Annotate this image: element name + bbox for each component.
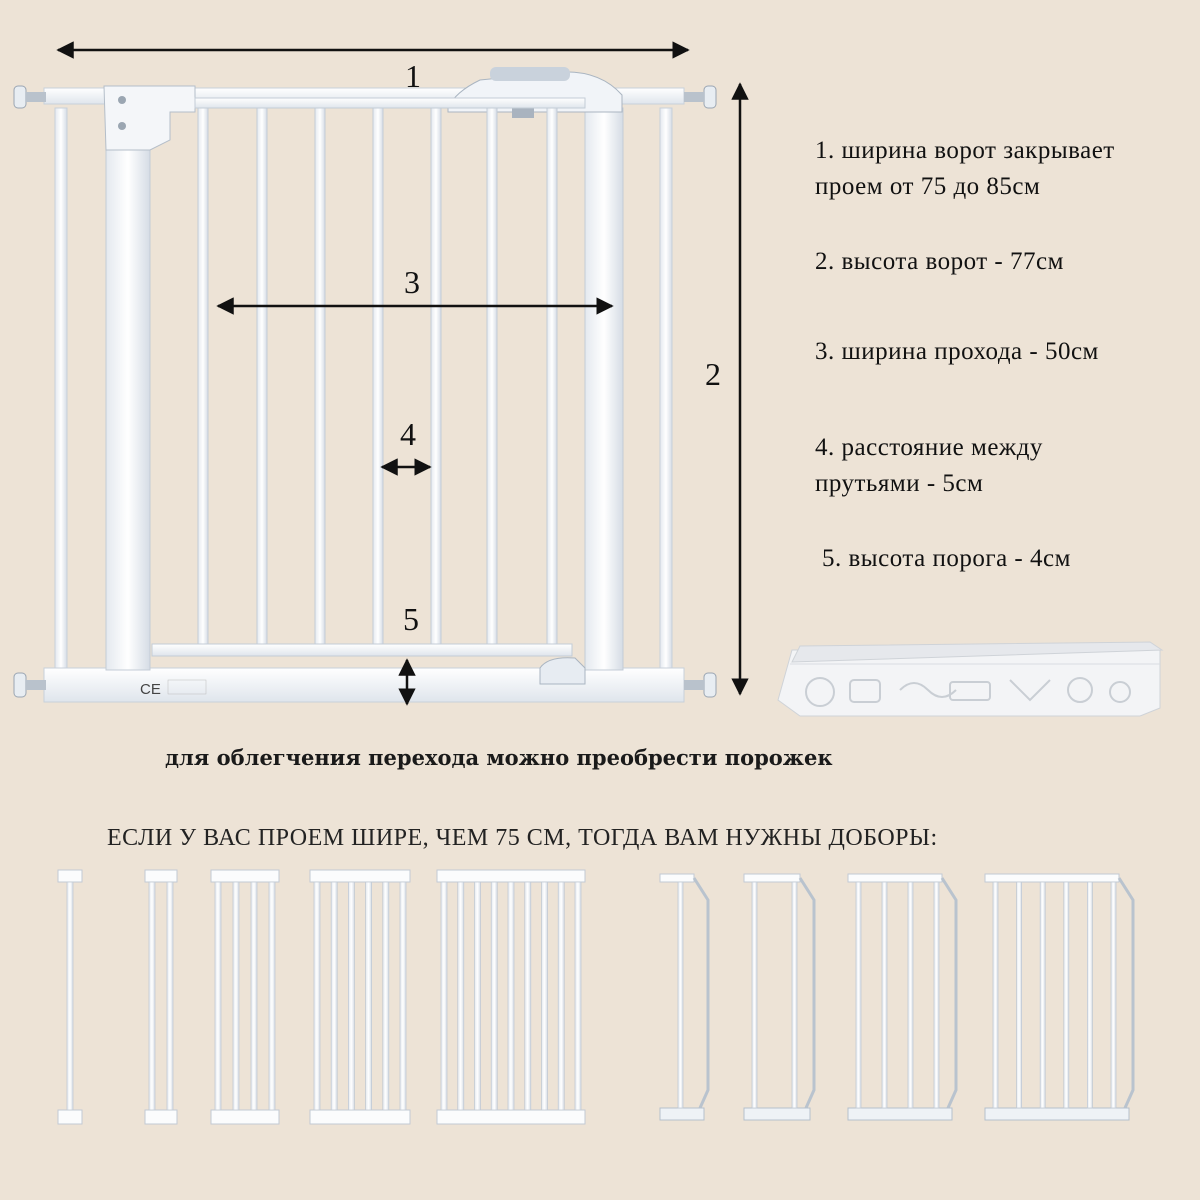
extension-bar [490,881,498,1111]
threshold-ramp [777,641,1164,717]
extension-bar [268,881,276,1111]
spec-4-line2: прутьями - 5см [815,470,984,497]
extension-bar [1016,881,1022,1109]
spec-4-line1: 4. расстояние между [815,434,1043,461]
extension-bar [382,881,390,1111]
spec-2: 2. высота ворот - 77см [815,244,1064,280]
frame-right-post [659,107,673,671]
extension-bar [1063,881,1070,1109]
extension-bar [474,881,481,1111]
gate-bar [546,107,558,645]
extension-bar [365,881,373,1111]
gate-bar [197,107,209,645]
spec-3-line1: 3. ширина прохода - 50см [815,338,1099,365]
threshold-caption: для облегчения перехода можно преобрести… [165,745,833,770]
spec-1-line1: 1. ширина ворот закрывает [815,137,1115,164]
extension-panel-straight [210,869,280,1125]
gate-bar [256,107,268,645]
gate-bar [430,107,442,645]
floor-stopper [539,657,586,685]
extension-bar [313,881,321,1111]
pressure-bolt-top-right [684,85,717,109]
product-sticker [167,679,207,695]
spec-3: 3. ширина прохода - 50см [815,334,1099,370]
extension-bar [457,881,465,1111]
spec-4: 4. расстояние между прутьями - 5см [815,430,1043,502]
gate-bar [486,107,498,645]
marker-5: 5 [403,601,419,637]
frame-left-post [54,107,68,671]
spec-2-line1: 2. высота ворот - 77см [815,248,1064,275]
marker-2: 2 [705,356,721,392]
extension-panel-straight [57,869,83,1125]
spec-5: 5. высота порога - 4см [822,541,1071,577]
ce-mark: CE [140,681,161,698]
extension-bar [507,881,515,1111]
extension-panel-straight [436,869,586,1125]
extension-bar [1110,881,1117,1109]
extension-bar [855,881,862,1109]
spec-5-line1: 5. высота порога - 4см [822,545,1071,572]
extension-bar [541,881,548,1111]
extension-bar [347,881,355,1111]
extension-panels [57,869,1135,1125]
extension-bar [557,881,565,1111]
extension-bar [66,881,74,1111]
pressure-bolt-bottom-left [13,672,46,698]
extension-bar [907,881,914,1109]
extension-panel-straight [309,869,411,1125]
extension-bar [992,881,999,1109]
extension-bar [232,881,240,1111]
gate-bar [372,107,384,645]
hinge-block [103,85,196,151]
extension-panel-angled [984,873,1135,1121]
latch-handle[interactable] [447,67,623,118]
baby-gate: CE [13,67,717,703]
extension-bar [791,881,798,1109]
spec-1-line2: проем от 75 до 85см [815,173,1041,200]
pressure-bolt-top-left [13,85,46,109]
extension-bar [1087,881,1093,1109]
extension-panel-angled [659,873,710,1121]
extension-bar [440,881,448,1111]
extension-bar [1039,881,1046,1109]
extension-bar [166,881,174,1111]
extension-bar [933,881,940,1109]
gate-bar [314,107,326,645]
extension-bar [881,881,888,1109]
extension-panel-angled [847,873,958,1121]
extension-panel-straight [144,869,178,1125]
hinge-post [105,109,151,671]
extension-bar [574,881,582,1111]
extension-bar [677,881,684,1109]
extension-bar [330,881,338,1111]
spec-1: 1. ширина ворот закрывает проем от 75 до… [815,133,1115,205]
door-bottom-rail [151,643,573,657]
extension-bar [399,881,407,1111]
extension-bar [524,881,532,1111]
gate-door-bars [197,107,558,645]
marker-1: 1 [405,58,421,94]
extensions-title: ЕСЛИ У ВАС ПРОЕМ ШИРЕ, ЧЕМ 75 СМ, ТОГДА … [107,825,938,851]
extension-bar [751,881,758,1109]
extension-bar [214,881,222,1111]
extension-bar [250,881,258,1111]
extension-panel-angled [743,873,816,1121]
extension-bar [148,881,156,1111]
pressure-bolt-bottom-right [684,672,717,698]
latch-post [584,107,624,671]
marker-4: 4 [400,416,416,452]
marker-3: 3 [404,264,420,300]
door-top-rail [194,97,586,109]
